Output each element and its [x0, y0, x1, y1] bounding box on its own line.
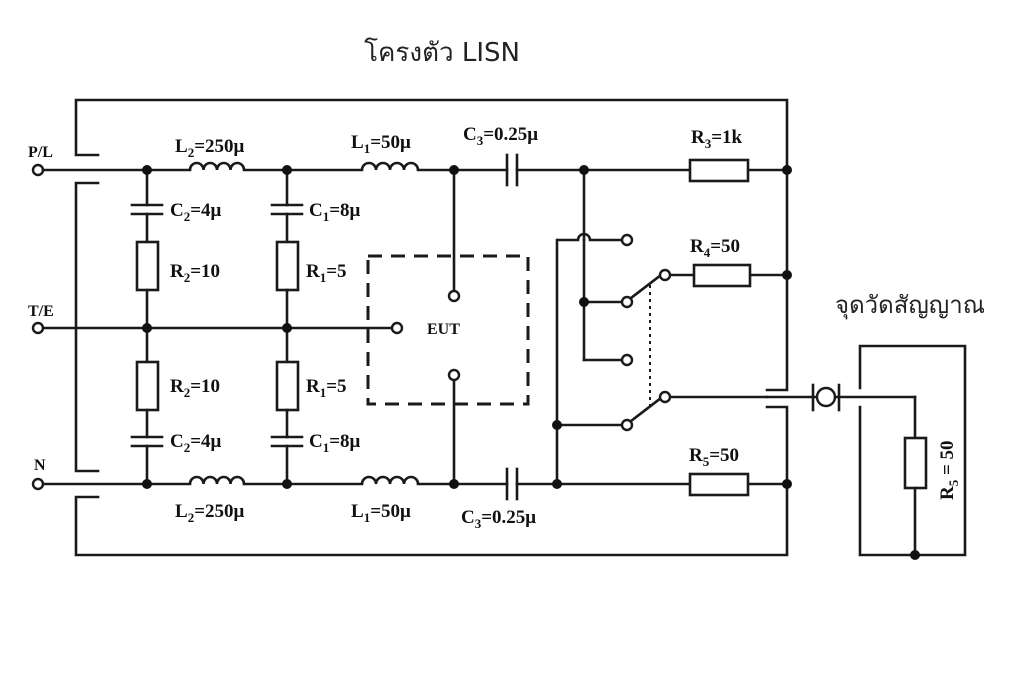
label-r1-bottom: R1=5 — [306, 376, 347, 400]
switch-network — [555, 168, 789, 486]
label-r2-bottom: R2=10 — [170, 376, 220, 400]
inductor-l2-top — [188, 161, 246, 171]
label-c1-bottom: C1=8μ — [309, 431, 361, 455]
switch-pole-r4[interactable] — [658, 268, 672, 282]
switch-contact-4[interactable] — [620, 418, 634, 432]
eut-label: EUT — [427, 321, 460, 338]
label-c2-top: C2=4μ — [170, 200, 222, 224]
eut-te-terminal[interactable] — [390, 321, 404, 335]
label-r3: R3=1k — [691, 127, 743, 151]
terminal-pl[interactable]: P/L — [28, 144, 53, 177]
branch-c1-r1 — [270, 168, 304, 486]
label-c2-bottom: C2=4μ — [170, 431, 222, 455]
label-l2-bottom: L2=250μ — [175, 501, 245, 525]
branch-c2-r2 — [130, 168, 164, 486]
switch-contact-2[interactable] — [620, 295, 634, 309]
measurement-enclosure — [858, 344, 967, 557]
terminal-te-label: T/E — [28, 303, 54, 320]
label-r1-top: R1=5 — [306, 261, 347, 285]
switch-contact-3[interactable] — [620, 353, 634, 367]
label-l1-top: L1=50μ — [351, 132, 411, 156]
label-c3-bottom: C3=0.25μ — [461, 507, 536, 531]
lisn-title: โครงตัว LISN — [364, 37, 520, 68]
eut-box — [366, 254, 530, 406]
resistor-r4 — [692, 263, 752, 288]
switch-pole-out[interactable] — [658, 390, 672, 404]
label-l2-top: L2=250μ — [175, 136, 245, 160]
label-r5: R5=50 — [689, 445, 739, 469]
resistor-r3 — [688, 158, 750, 183]
inductor-l2-bottom — [188, 475, 246, 485]
capacitor-c3-top — [505, 153, 519, 187]
terminal-pl-label: P/L — [28, 144, 53, 161]
terminal-n-label: N — [34, 457, 46, 474]
resistor-r5 — [688, 472, 750, 497]
switch-contact-1[interactable] — [620, 233, 634, 247]
inductor-l1-top — [360, 161, 420, 171]
terminal-n[interactable]: N — [31, 457, 46, 491]
label-r5-meter: R5 = 50 — [937, 440, 961, 500]
label-r2-top: R2=10 — [170, 261, 220, 285]
measurement-connector — [765, 383, 928, 557]
eut-terminal-top[interactable] — [447, 289, 461, 303]
eut-terminal-bottom[interactable] — [447, 368, 461, 382]
junction-nodes — [142, 165, 920, 560]
inductor-l1-bottom — [360, 475, 420, 485]
label-c3-top: C3=0.25μ — [463, 124, 538, 148]
label-r4: R4=50 — [690, 236, 740, 260]
label-c1-top: C1=8μ — [309, 200, 361, 224]
label-l1-bottom: L1=50μ — [351, 501, 411, 525]
measure-point-title: จุดวัดสัญญาณ — [835, 291, 985, 320]
capacitor-c3-bottom — [505, 467, 519, 501]
